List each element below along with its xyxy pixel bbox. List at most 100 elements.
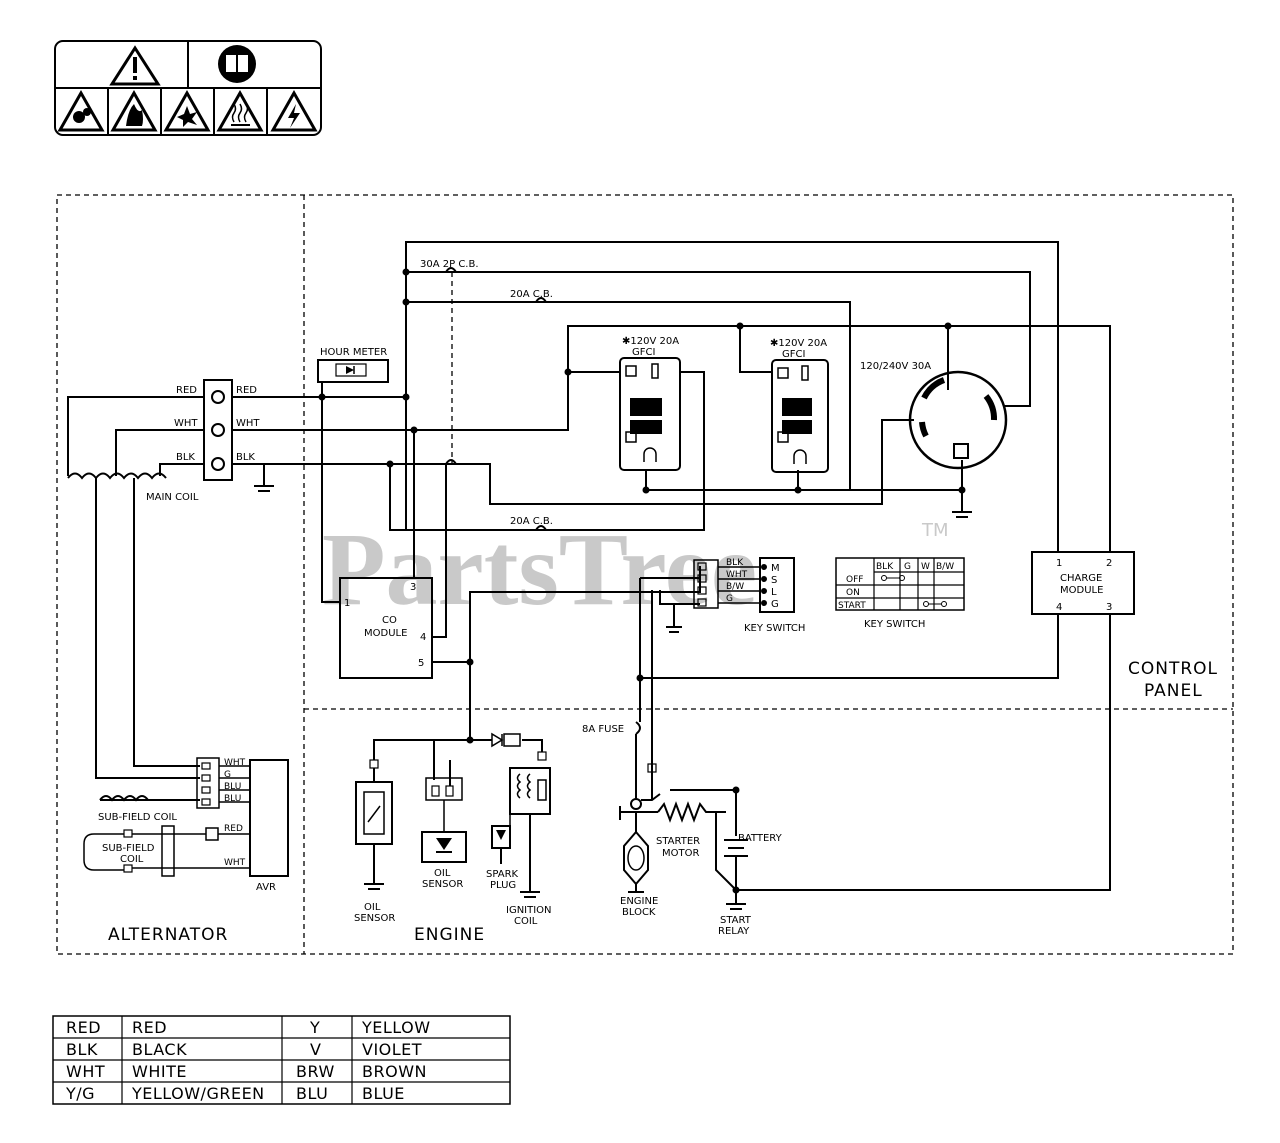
term-right-wht: WHT <box>236 418 260 429</box>
key-wire-g: G <box>726 594 733 604</box>
charge-module-label-2: MODULE <box>1060 585 1103 596</box>
sub-field-coil-2 <box>83 825 206 877</box>
key-wire-bw: B/W <box>726 582 744 592</box>
oil-sensor-1-label-a: OIL <box>364 902 381 913</box>
breaker-20a-bottom <box>535 525 547 531</box>
start-relay-label-a: START <box>720 915 752 926</box>
gfci-receptacle-2 <box>771 359 829 473</box>
section-boxes <box>56 194 1234 955</box>
co-pin-4: 4 <box>420 632 426 643</box>
term-right-blk: BLK <box>236 452 255 463</box>
electric-shock-icon <box>270 89 318 132</box>
spark-plug <box>491 800 511 864</box>
co-pin-3: 3 <box>410 582 416 593</box>
legend-name: VIOLET <box>362 1040 422 1059</box>
legend-name: RED <box>132 1018 167 1037</box>
ks-col-g: G <box>904 562 911 572</box>
gfci-receptacle-1 <box>619 357 681 471</box>
legend-row-3: WHT WHITE BRW BROWN <box>66 1062 427 1081</box>
charge-pin-1: 1 <box>1056 558 1062 569</box>
charge-pin-4: 4 <box>1056 602 1062 613</box>
legend-code: BLU <box>296 1084 328 1103</box>
avr-label: AVR <box>256 882 276 893</box>
charge-pin-3: 3 <box>1106 602 1112 613</box>
read-manual-icon <box>218 45 256 83</box>
key-term-m: M <box>771 563 780 574</box>
term-left-red: RED <box>176 385 197 396</box>
co-pin-1: 1 <box>344 598 350 609</box>
legend-name: WHITE <box>132 1062 187 1081</box>
term-right-red: RED <box>236 385 257 396</box>
watermark: PartsTree <box>322 512 757 627</box>
avr-wire-blu-2: BLU <box>224 794 241 804</box>
ks-col-w: W <box>921 562 930 572</box>
engine-block-label-a: ENGINE <box>620 896 658 907</box>
breaker-20a-top-label: 20A C.B. <box>510 289 553 300</box>
ignition-coil-label-a: IGNITION <box>506 905 552 916</box>
ks-col-blk: BLK <box>876 562 894 572</box>
spark-plug-label-a: SPARK <box>486 869 519 880</box>
safety-label <box>54 40 322 136</box>
fuse <box>635 721 641 735</box>
co-module-label-1: CO <box>382 615 397 626</box>
key-switch-label: KEY SWITCH <box>744 623 805 634</box>
twistlock-label: 120/240V 30A <box>860 361 931 372</box>
sub-field-coil-1 <box>99 795 149 802</box>
engine-section-label: ENGINE <box>414 925 485 945</box>
main-coil <box>67 472 167 480</box>
co-module <box>339 577 433 679</box>
start-relay-label-b: RELAY <box>718 926 750 937</box>
key-wire-blk: BLK <box>726 558 744 568</box>
ignition-coil-label-b: COIL <box>514 916 538 927</box>
avr-wire-blu-1: BLU <box>224 782 241 792</box>
legend-name: YELLOW <box>361 1018 431 1037</box>
legend-row-4: Y/G YELLOW/GREEN BLU BLUE <box>65 1084 405 1103</box>
legend-row-2: BLK BLACK V VIOLET <box>66 1040 422 1059</box>
legend-row-1: RED RED Y YELLOW <box>66 1018 431 1037</box>
ignition-diode <box>491 732 521 748</box>
legend-name: BLACK <box>132 1040 187 1059</box>
sub-field-coil-2-label-b: COIL <box>120 854 144 865</box>
alternator-section-label: ALTERNATOR <box>108 925 228 945</box>
control-panel-label-2: PANEL <box>1144 681 1203 701</box>
key-switch-table <box>835 557 965 611</box>
key-switch <box>666 557 795 633</box>
color-legend-table <box>52 1015 511 1105</box>
oil-sensor-2-label-b: SENSOR <box>422 879 463 890</box>
explosion-icon <box>163 89 211 132</box>
ignition-coil <box>509 751 551 898</box>
control-panel-label-1: CONTROL <box>1128 659 1218 679</box>
charge-module-label-1: CHARGE <box>1060 573 1102 584</box>
spark-plug-label-b: PLUG <box>490 880 516 891</box>
charge-module <box>1031 551 1135 615</box>
legend-name: BROWN <box>362 1062 427 1081</box>
legend-code: RED <box>66 1018 101 1037</box>
co-pin-5: 5 <box>418 658 424 669</box>
twistlock-receptacle <box>908 370 1008 518</box>
starter-motor-label-b: MOTOR <box>662 848 699 859</box>
ks-col-bw: B/W <box>936 562 954 572</box>
legend-code: Y <box>309 1018 320 1037</box>
avr-wire-red: RED <box>224 824 243 834</box>
watermark-tm: TM <box>921 520 949 541</box>
breaker-20a-top <box>535 297 547 303</box>
fuse-label: 8A FUSE <box>582 724 624 735</box>
key-term-l: L <box>771 587 777 598</box>
key-wire-wht: WHT <box>726 570 748 580</box>
co-module-label-2: MODULE <box>364 628 407 639</box>
fire-icon <box>110 89 158 132</box>
avr-wire-wht-2: WHT <box>224 858 246 868</box>
hot-surface-icon <box>216 89 264 132</box>
terminal-block <box>203 379 274 492</box>
legend-name: BLUE <box>362 1084 405 1103</box>
legend-code: WHT <box>66 1062 105 1081</box>
oil-sensor-1-label-b: SENSOR <box>354 913 395 924</box>
toxic-fumes-icon <box>57 89 105 132</box>
starter-motor-label-a: STARTER <box>656 836 700 847</box>
battery-label: BATTERY <box>738 833 783 844</box>
legend-code: V <box>310 1040 321 1059</box>
sub-field-coil-1-label: SUB-FIELD COIL <box>98 812 177 823</box>
gfci1-label-2: GFCI <box>632 347 655 358</box>
breaker-30a <box>445 267 457 465</box>
